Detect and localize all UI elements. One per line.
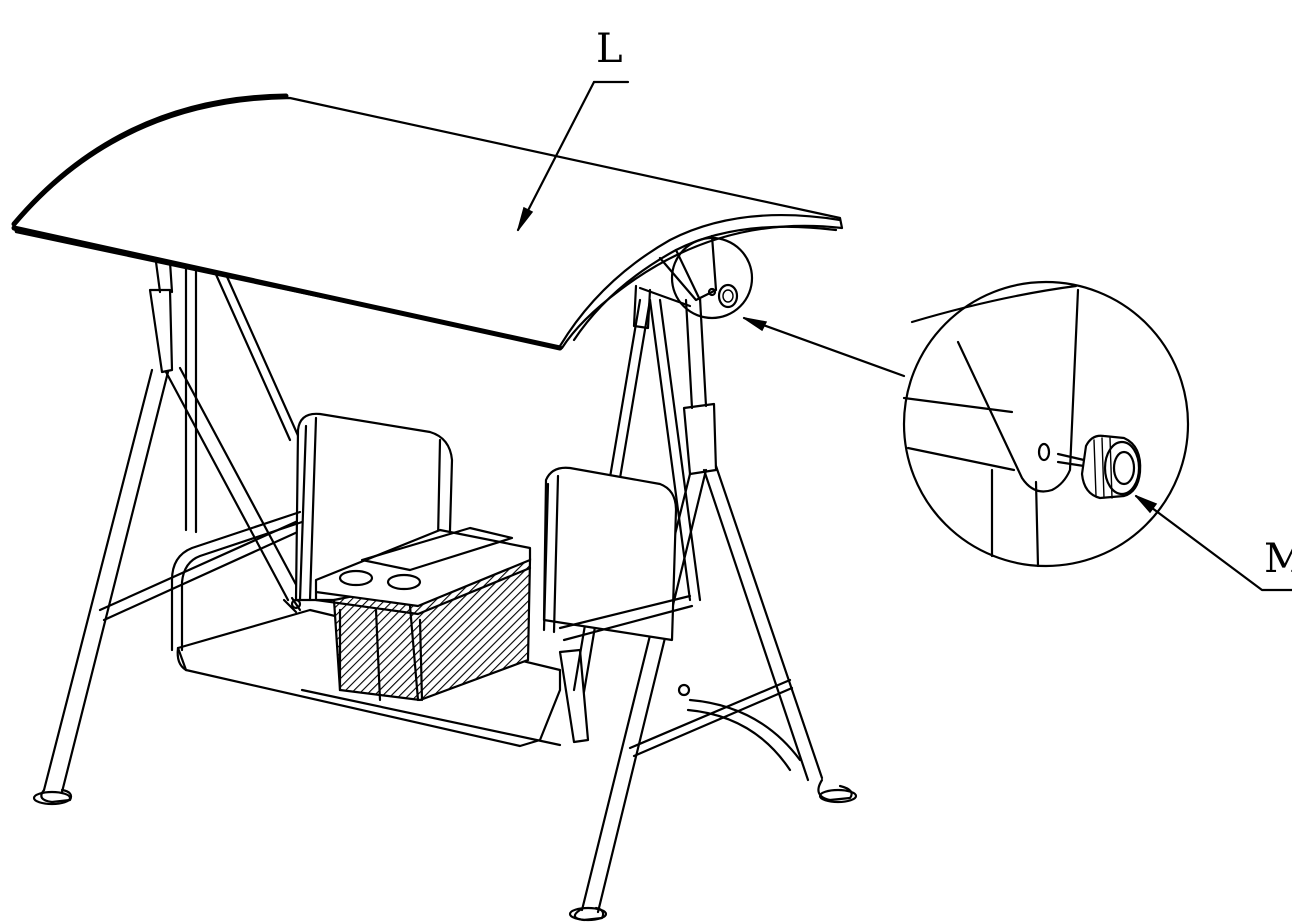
- detail-leader: [742, 316, 906, 378]
- left-frame: [32, 260, 304, 806]
- detail-view: [902, 280, 1190, 568]
- knob-label: M: [1264, 536, 1292, 582]
- canopy: [11, 93, 844, 351]
- cooler-console: [314, 526, 532, 702]
- callout-l: [516, 80, 630, 232]
- callout-m: [1134, 494, 1292, 592]
- knob-icon: [1056, 434, 1142, 500]
- canopy-label: L: [596, 26, 623, 72]
